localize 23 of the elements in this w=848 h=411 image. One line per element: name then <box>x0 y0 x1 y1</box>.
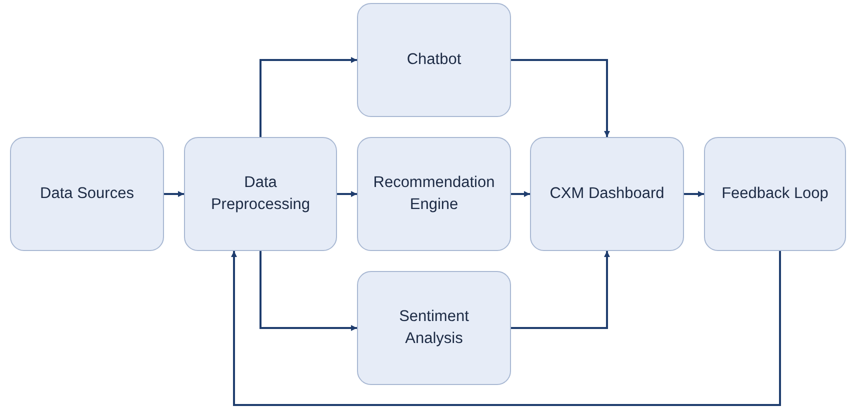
arrow <box>511 59 610 137</box>
arrow <box>164 191 184 197</box>
arrow <box>337 191 357 197</box>
box-label: Chatbot <box>406 50 462 70</box>
arrow <box>260 57 357 137</box>
process-box <box>357 137 511 251</box>
box-label: Data Sources <box>40 184 134 204</box>
box-label: Feedback Loop <box>722 184 828 204</box>
box-label: Sentiment Analysis <box>398 306 470 349</box>
arrow <box>511 251 610 329</box>
arrow <box>231 251 781 406</box>
process-box <box>704 137 846 251</box>
box-label: Data Preprocessing <box>210 172 312 215</box>
process-box <box>357 3 511 117</box>
box-label: Recommendation Engine <box>372 172 496 215</box>
process-box <box>357 271 511 385</box>
process-box <box>530 137 684 251</box>
box-label: CXM Dashboard <box>550 184 664 204</box>
process-box <box>10 137 164 251</box>
arrow <box>260 251 357 331</box>
arrow <box>511 191 530 197</box>
process-box <box>184 137 337 251</box>
arrow <box>684 191 704 197</box>
